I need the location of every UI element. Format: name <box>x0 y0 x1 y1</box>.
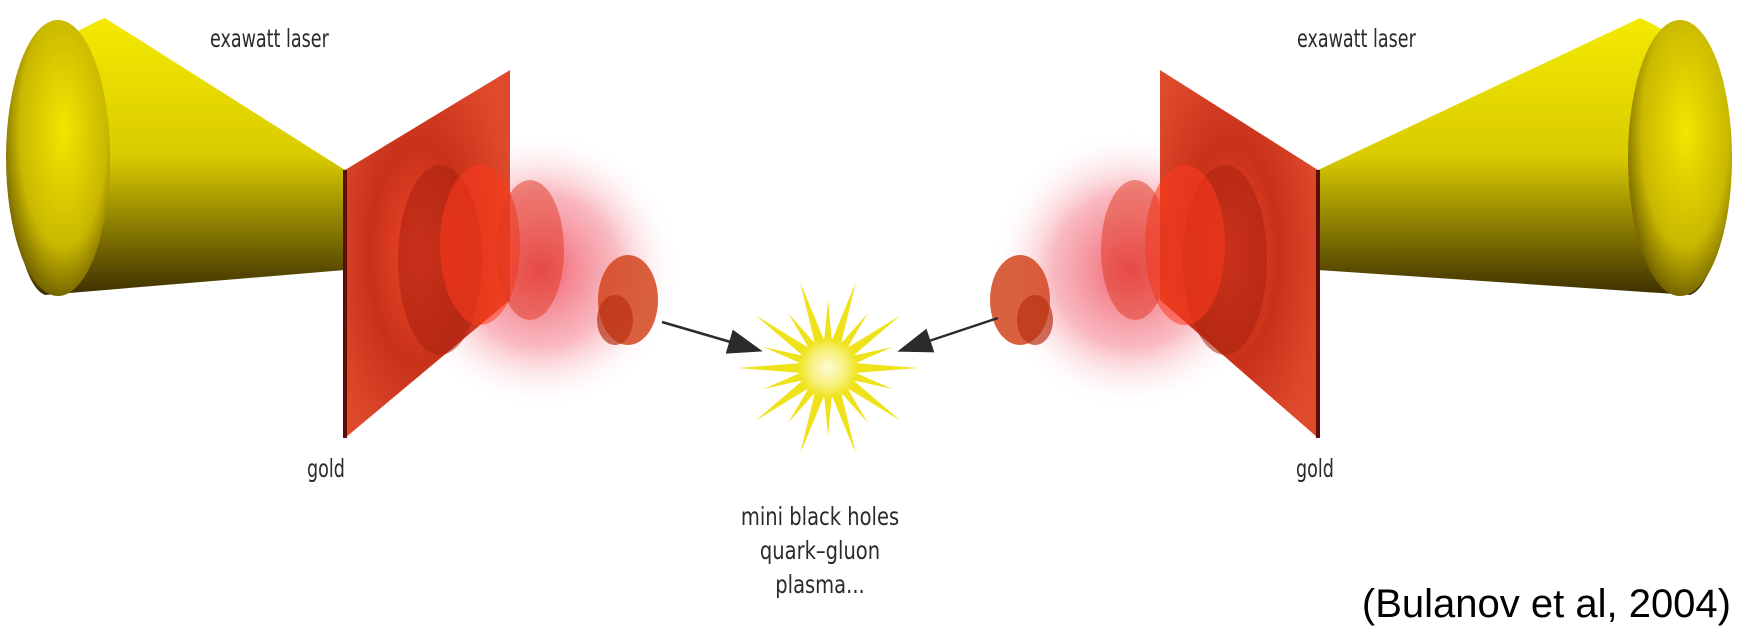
products-line: plasma... <box>726 568 913 602</box>
citation: (Bulanov et al, 2004) <box>1362 584 1731 624</box>
label-laser-right: exawatt laser <box>1297 26 1416 51</box>
label-gold-left: gold <box>307 456 345 481</box>
collision-products-label: mini black holes quark–gluon plasma... <box>726 500 913 602</box>
laser-cone-right <box>1318 18 1732 296</box>
burst-ray <box>738 363 802 373</box>
collision-burst-icon <box>798 338 858 398</box>
collision-burst <box>738 282 918 453</box>
arrow-icon <box>662 322 758 350</box>
products-line: mini black holes <box>726 500 913 534</box>
burst-ray <box>854 363 918 373</box>
burst-ray <box>824 394 832 436</box>
arrow-icon <box>902 318 998 350</box>
burst-ray <box>824 300 832 342</box>
products-line: quark–gluon <box>726 534 913 568</box>
laser-cone-left <box>6 18 345 296</box>
label-laser-left: exawatt laser <box>210 26 329 51</box>
label-gold-right: gold <box>1296 456 1334 481</box>
